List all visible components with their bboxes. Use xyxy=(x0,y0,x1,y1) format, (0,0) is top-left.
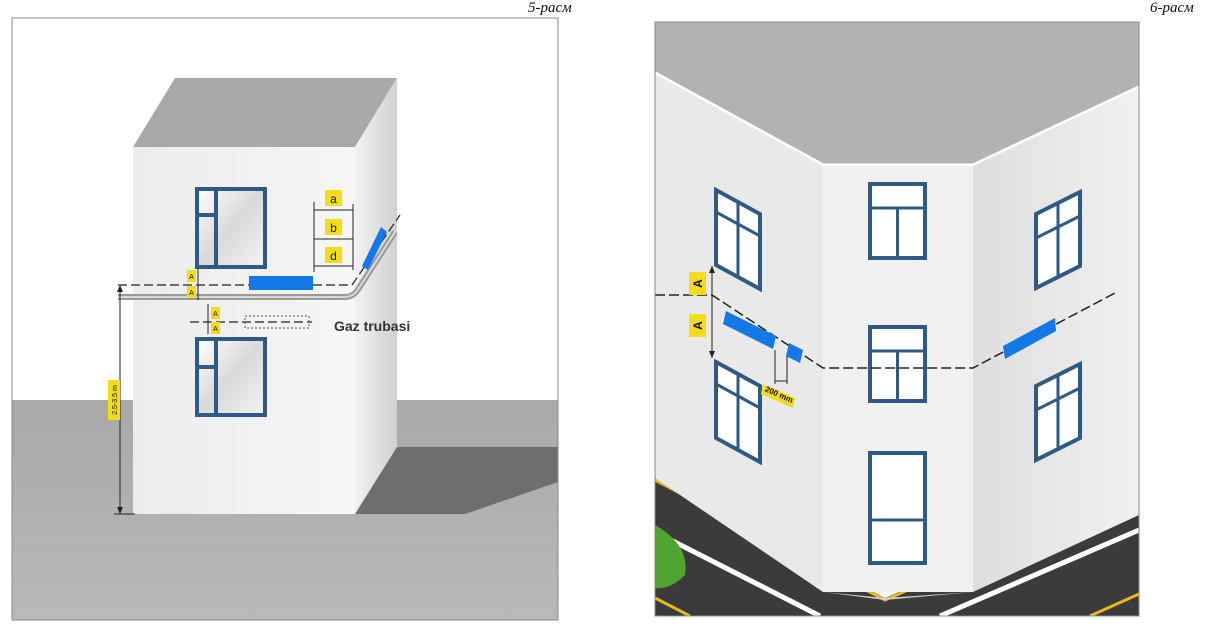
pipe-marker-right xyxy=(1003,318,1056,359)
center-window-upper xyxy=(868,182,927,260)
offset-label-lower: A xyxy=(691,321,705,330)
height-badge xyxy=(108,380,120,420)
left-wall-window-lower xyxy=(714,358,762,466)
dim-a-badge xyxy=(325,190,342,206)
right-wall-window-upper xyxy=(1034,188,1082,292)
roof xyxy=(133,78,397,147)
dim-b-label: b xyxy=(330,221,337,235)
dim-b-badge xyxy=(325,219,342,235)
offset-label-upper: A xyxy=(691,279,705,288)
pipe-marker xyxy=(249,276,313,290)
figure-5-frame xyxy=(11,17,559,621)
offset-badge-upper xyxy=(689,272,706,295)
center-door xyxy=(868,451,927,565)
right-wall-window-lower xyxy=(1034,360,1082,464)
figure-6-label: 6-расм xyxy=(1150,0,1194,16)
center-window-middle xyxy=(868,325,927,403)
figure-5-label: 5-расм xyxy=(528,0,572,16)
dim-d-label: d xyxy=(330,249,337,263)
pipe-marker-side xyxy=(362,227,387,270)
building-side-wall xyxy=(355,78,397,514)
offset-label-4: A xyxy=(213,326,218,333)
spacing-badge xyxy=(761,384,795,408)
figure-5: a b d A A A A 2.5-3.5 m Gaz trubasi xyxy=(12,18,558,620)
height-label: 2.5-3.5 m xyxy=(112,385,119,415)
left-wall-window-upper xyxy=(714,186,762,293)
dim-d-badge xyxy=(325,247,342,263)
offset-badge-lower xyxy=(689,314,706,337)
pipe-route-line xyxy=(118,214,401,286)
figure-6-frame xyxy=(654,21,1140,617)
figure-6: A A 200 mm xyxy=(655,22,1139,616)
offset-badge-4 xyxy=(211,322,220,334)
offset-label-3: A xyxy=(213,311,218,318)
pipe-marker-small xyxy=(786,343,803,363)
offset-badge-2 xyxy=(187,286,196,298)
pipe-outline-box xyxy=(244,315,310,329)
left-wall xyxy=(655,74,823,592)
dim-a-label: a xyxy=(330,192,337,206)
building-shadow xyxy=(352,447,558,514)
pipe-marker-left xyxy=(723,311,776,349)
gas-pipe-label: Gaz trubasi xyxy=(334,318,410,334)
lower-window xyxy=(195,337,267,417)
offset-badge-3 xyxy=(211,307,220,319)
offset-badge-1 xyxy=(187,270,196,282)
roof-top xyxy=(655,22,1139,166)
grass xyxy=(655,525,686,589)
offset-label-2: A xyxy=(189,290,194,297)
dimension-lines xyxy=(313,202,354,272)
offset-label-1: A xyxy=(189,274,194,281)
right-wall xyxy=(973,88,1139,592)
upper-window xyxy=(195,187,267,269)
